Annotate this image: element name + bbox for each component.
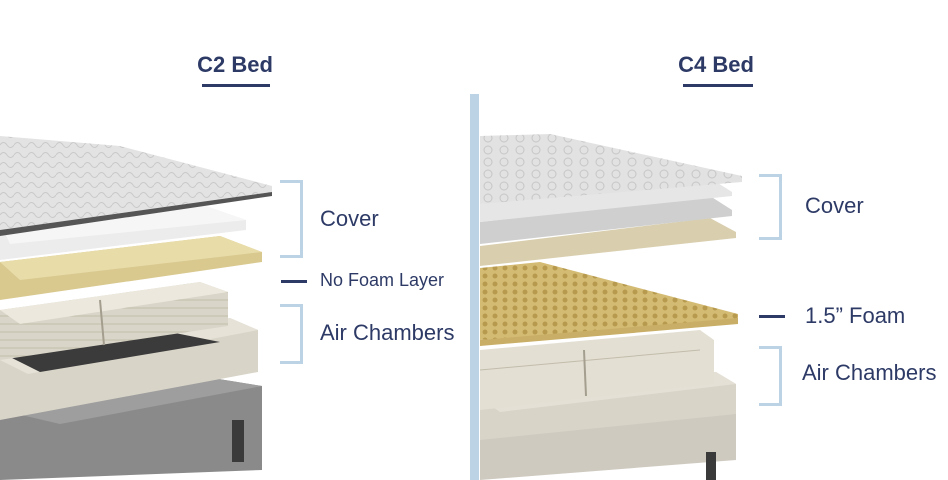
c4-title-underline — [683, 84, 753, 87]
c4-foam-label: 1.5” Foam — [805, 303, 906, 328]
c2-cover-top — [0, 136, 272, 230]
c2-no-foam-marker — [281, 280, 307, 283]
c2-air-chambers — [0, 282, 228, 360]
c2-title-underline — [202, 84, 270, 87]
c2-air-chambers-label: Air Chambers — [320, 320, 455, 345]
c4-air-chambers — [480, 330, 714, 410]
c4-air-chambers-bracket — [759, 346, 782, 406]
c4-bed-leg — [706, 452, 716, 480]
c2-air-chambers-bracket — [280, 304, 303, 364]
c4-foam-marker — [759, 315, 785, 318]
c4-air-chambers-label: Air Chambers — [802, 360, 937, 385]
c4-cover-top — [480, 134, 742, 204]
c4-bed-illustration — [480, 134, 742, 480]
c2-bed-illustration — [0, 136, 272, 480]
c2-bed-title: C2 Bed — [197, 52, 273, 77]
c4-foam-layer — [480, 262, 738, 340]
c4-cover-label: Cover — [805, 193, 864, 218]
c2-cover-label: Cover — [320, 206, 379, 231]
c2-no-foam-label: No Foam Layer — [320, 270, 445, 290]
c2-cover-bracket — [280, 180, 303, 258]
center-divider — [470, 94, 479, 480]
c4-cover-bracket — [759, 174, 782, 240]
c4-cover-layer-4 — [480, 218, 736, 266]
c2-bed-leg — [232, 420, 244, 462]
c4-cover-layer-2 — [480, 178, 732, 222]
c4-bed-title: C4 Bed — [678, 52, 754, 77]
c4-cover-layer-3 — [480, 196, 732, 244]
